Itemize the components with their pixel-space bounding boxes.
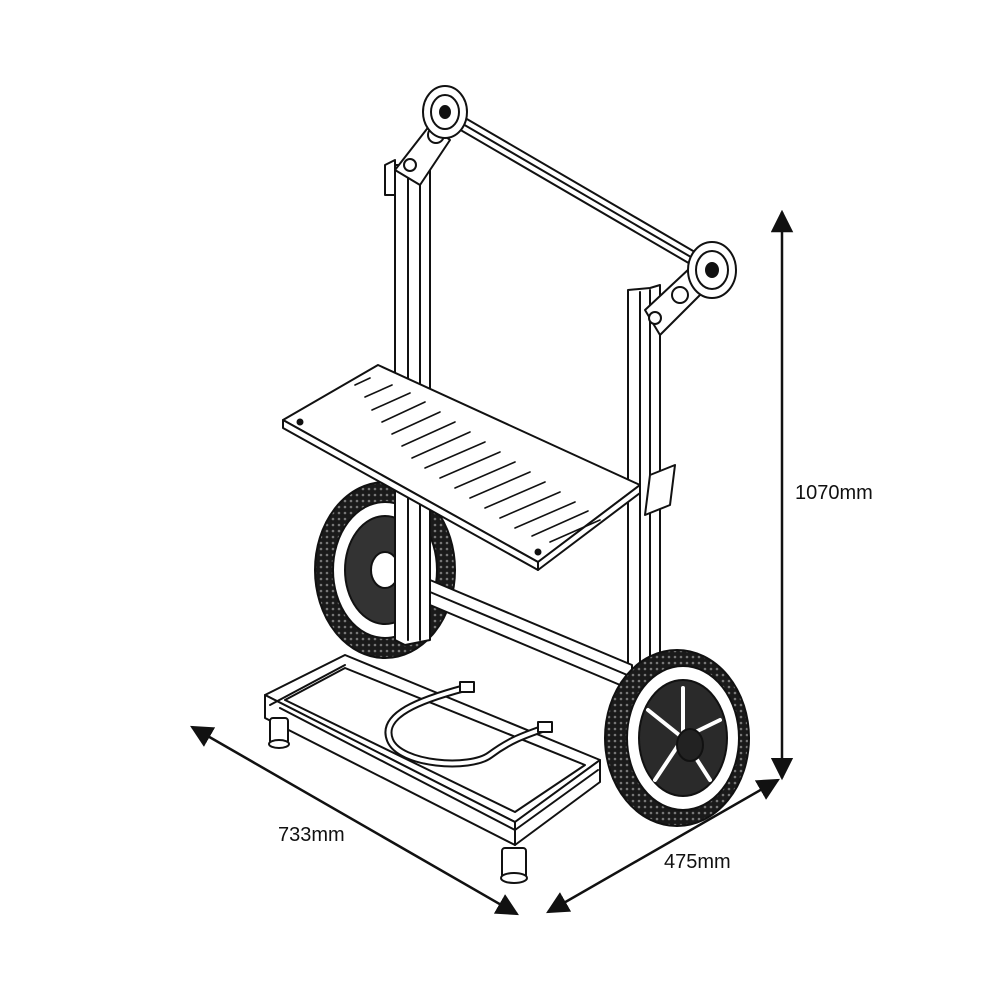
foot-left [268, 717, 290, 749]
shelf-bracket [644, 464, 676, 516]
width-dimension-label: 475mm [664, 851, 731, 873]
base-tray [264, 654, 601, 846]
length-dimension-line [190, 725, 519, 916]
height-dimension-label: 1070mm [795, 482, 873, 504]
width-dimension-line [546, 778, 780, 914]
spool-wheel-left [422, 85, 468, 139]
perforated-shelf [282, 364, 641, 571]
top-spool-bar [439, 107, 701, 266]
spool-bracket-right [644, 267, 706, 336]
spool-wheel-right [687, 241, 737, 299]
rear-rail [429, 579, 633, 691]
wheel-front [604, 649, 750, 827]
length-dimension-label: 733mm [278, 824, 345, 846]
foot-front [500, 847, 528, 884]
